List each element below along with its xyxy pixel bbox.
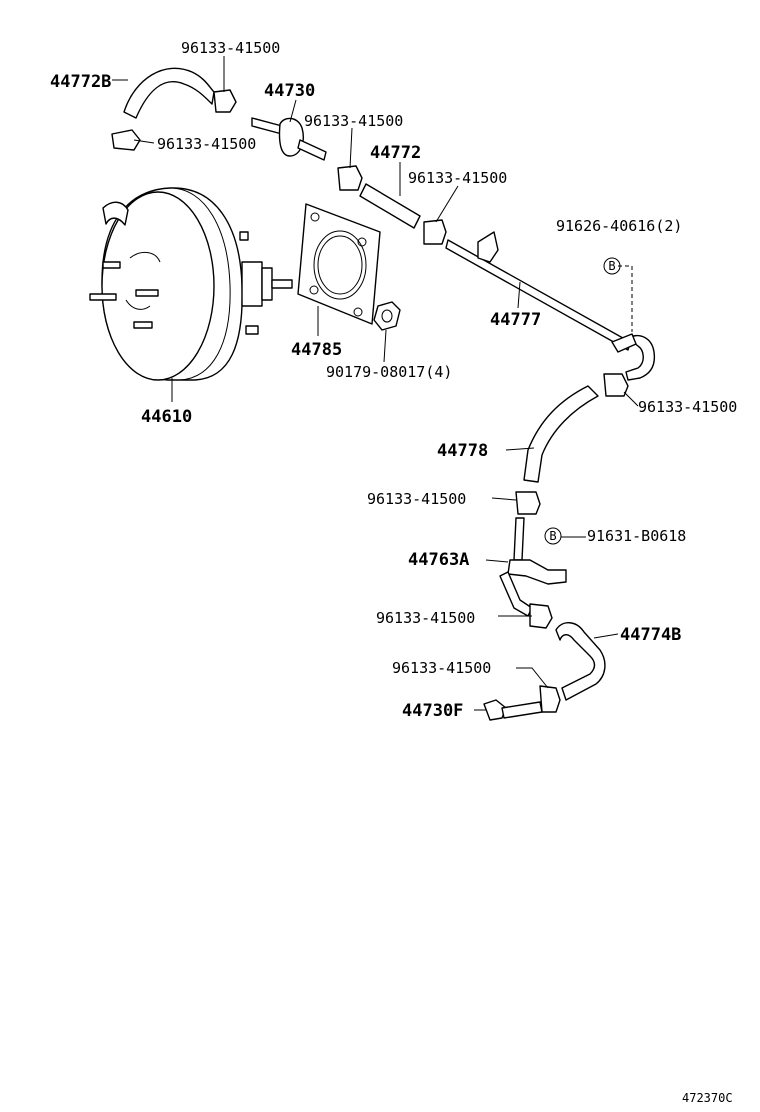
label-44772B: 44772B bbox=[50, 72, 111, 92]
clamps-96133 bbox=[111, 89, 629, 713]
label-44774B: 44774B bbox=[620, 625, 681, 645]
part-labels: 44772B 44730 44772 44777 44785 44610 447… bbox=[50, 72, 681, 721]
hose-44774B bbox=[555, 622, 606, 701]
label-clamp-8: 96133-41500 bbox=[392, 659, 491, 677]
fastener-labels: 91626-40616(2) 91631-B0618 90179-08017(4… bbox=[326, 217, 686, 545]
label-44610: 44610 bbox=[141, 407, 192, 427]
label-clamp-6: 96133-41500 bbox=[367, 490, 466, 508]
clamp-labels: 96133-41500 96133-41500 96133-41500 9613… bbox=[157, 39, 737, 677]
hose-44778 bbox=[523, 385, 599, 483]
reference-code: 472370C bbox=[682, 1091, 733, 1105]
label-bolt-91626: 91626-40616(2) bbox=[556, 217, 682, 235]
gasket-44785 bbox=[297, 203, 381, 325]
label-bolt-91631: 91631-B0618 bbox=[587, 527, 686, 545]
label-44785: 44785 bbox=[291, 340, 342, 360]
leader-lines bbox=[112, 56, 639, 711]
label-clamp-2: 96133-41500 bbox=[157, 135, 256, 153]
label-clamp-7: 96133-41500 bbox=[376, 609, 475, 627]
label-nut-90179: 90179-08017(4) bbox=[326, 363, 452, 381]
label-clamp-1: 96133-41500 bbox=[181, 39, 280, 57]
pipe-44777 bbox=[445, 231, 656, 381]
label-clamp-5: 96133-41500 bbox=[638, 398, 737, 416]
label-44778: 44778 bbox=[437, 441, 488, 461]
check-valve-44730 bbox=[251, 117, 327, 161]
nut-90179 bbox=[373, 301, 401, 331]
label-44772: 44772 bbox=[370, 143, 421, 163]
label-clamp-3: 96133-41500 bbox=[304, 112, 403, 130]
label-44777: 44777 bbox=[490, 310, 541, 330]
brake-booster-44610 bbox=[89, 187, 293, 381]
label-44763A: 44763A bbox=[408, 550, 469, 570]
bolt-symbol-1: B bbox=[608, 259, 615, 273]
label-44730F: 44730F bbox=[402, 701, 463, 721]
bolt-symbol-2: B bbox=[549, 529, 556, 543]
hose-44772B bbox=[123, 67, 215, 119]
pipe-44763A bbox=[499, 517, 567, 617]
label-clamp-4: 96133-41500 bbox=[408, 169, 507, 187]
hose-44772 bbox=[359, 183, 421, 229]
check-valve-44730F bbox=[483, 699, 543, 721]
label-44730: 44730 bbox=[264, 81, 315, 101]
